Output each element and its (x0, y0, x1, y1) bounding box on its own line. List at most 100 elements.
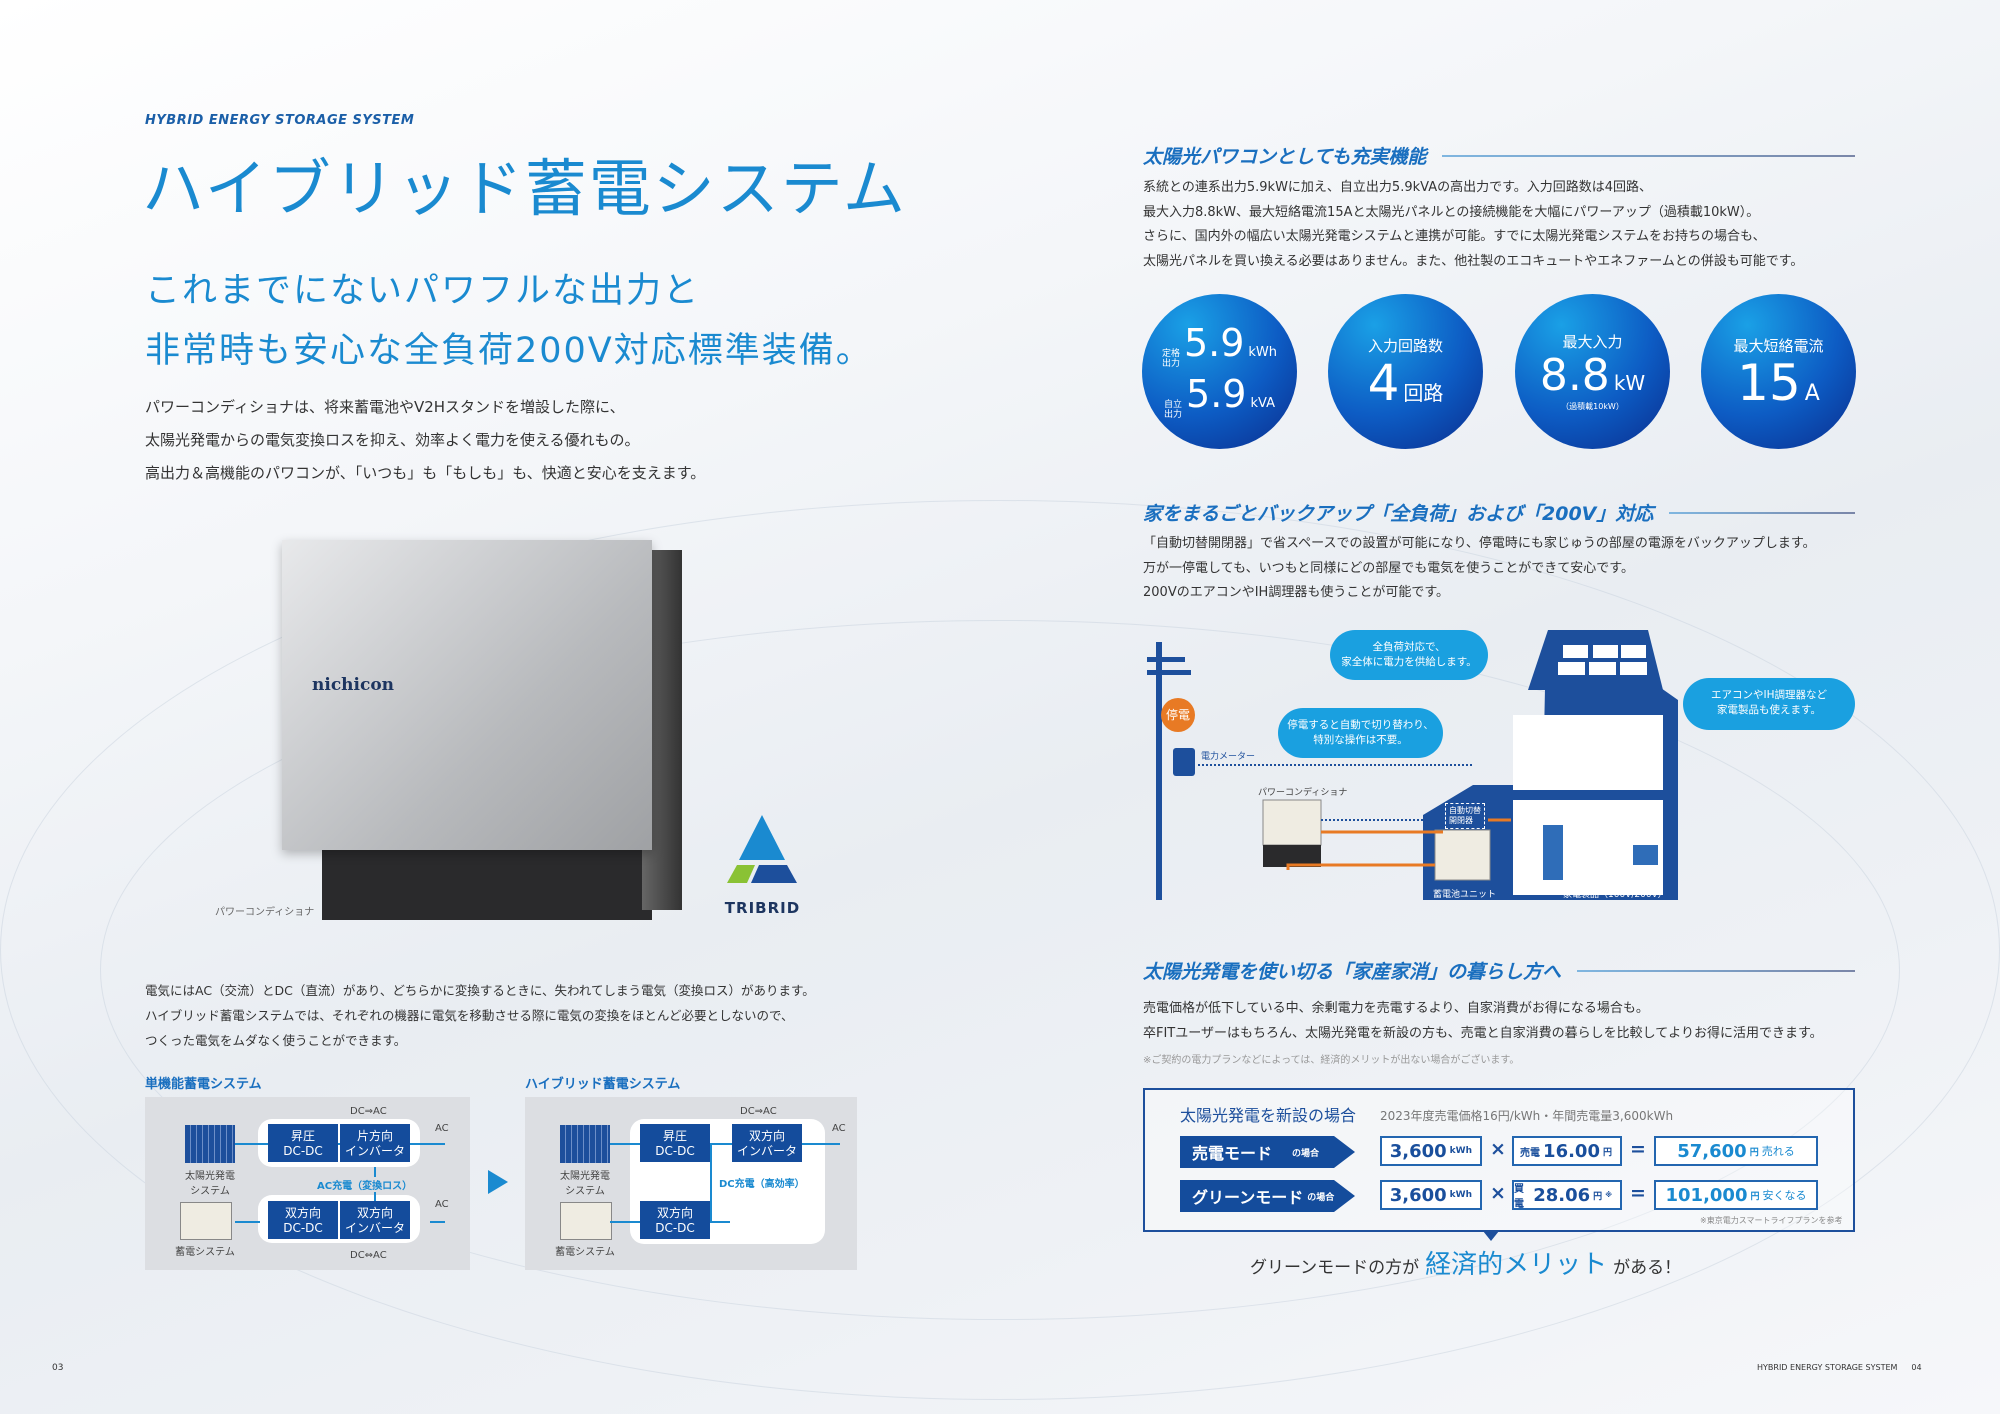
block-bidir-dcdc: 双方向 DC-DC (640, 1201, 710, 1239)
mode-label: 売電モード (1192, 1144, 1273, 1163)
qty-unit: kWh (1449, 1190, 1472, 1200)
meter-label: 電力メーター (1201, 752, 1256, 762)
spec-label: 最大短絡電流 (1733, 337, 1824, 355)
conclusion-emphasis: 経済的メリット (1425, 1250, 1608, 1280)
ac-charge-label: AC充電（変換ロス） (315, 1177, 415, 1192)
block-bidir-inverter: 双方向 インバータ (340, 1201, 410, 1239)
times-sign: × (1490, 1138, 1506, 1160)
result-value: 101,000 (1665, 1184, 1748, 1206)
block-boost-dcdc: 昇圧 DC-DC (640, 1124, 710, 1162)
divider (1442, 154, 1855, 157)
spec-max-short-current: 最大短絡電流 15 A (1701, 294, 1856, 449)
solar-label: 太陽光発電 システム (185, 1171, 235, 1197)
spec-label: 最大入力 (1562, 333, 1623, 351)
block-boost-dcdc: 昇圧 DC-DC (268, 1124, 338, 1162)
ac-label: AC (435, 1199, 449, 1210)
spec-label: 定格 出力 (1161, 348, 1180, 369)
mode-suffix: の場合 (1292, 1148, 1320, 1159)
intro-line: 高出力＆高機能のパワコンが、「いつも」も「もしも」も、快適と安心を支えます。 (145, 464, 706, 482)
switch-label: 自動切替 開閉器 (1445, 803, 1485, 829)
heading-text: 太陽光発電を使い切る「家産家消」の暮らし方へ (1143, 961, 1562, 983)
tribrid-triangle-icon (727, 815, 797, 883)
heading-text: 太陽光パワコンとしても充実機能 (1143, 146, 1427, 168)
solar-panel-icon (560, 1125, 610, 1163)
mode-green: グリーンモードの場合 (1180, 1180, 1355, 1212)
background-wave (100, 620, 1900, 1320)
dc-ac-label: DC⇔AC (350, 1250, 387, 1261)
times-sign: × (1490, 1182, 1506, 1204)
section-heading: 太陽光発電を使い切る「家産家消」の暮らし方へ (1143, 957, 1855, 984)
block-bidir-dcdc: 双方向 DC-DC (268, 1201, 338, 1239)
subtitle-line: これまでにないパワフルな出力と (145, 271, 701, 311)
mode-label: グリーンモード (1192, 1188, 1304, 1207)
body-line: 卒FITユーザーはもちろん、太陽光発電を新設の方も、売電と自家消費の暮らしを比較… (1143, 1025, 1823, 1041)
callout-bubble: 停電すると自動で切り替わり、 特別な操作は不要。 (1278, 708, 1443, 758)
flow-line (610, 1143, 840, 1145)
diagram-single-title: 単機能蓄電システム (145, 1077, 262, 1092)
spec-output: 定格 出力 5.9 kWh 自立 出力 5.9 kVA (1142, 294, 1297, 449)
block-oneway-inverter: 片方向 インバータ (340, 1124, 410, 1162)
body-line: 太陽光パネルを買い換える必要はありません。また、他社製のエコキュートやエネファー… (1143, 253, 1804, 269)
flow-line (710, 1143, 712, 1223)
price-unit: 円 (1602, 1147, 1612, 1158)
qty-unit: kWh (1449, 1146, 1472, 1156)
price-label: 売電 (1520, 1147, 1541, 1159)
dc-charge-label: DC充電（高効率） (717, 1175, 807, 1190)
spec-value: 5.9 (1186, 371, 1247, 416)
outage-badge: 停電 (1161, 698, 1195, 732)
price-value: 28.06 (1533, 1184, 1591, 1206)
explain-line: つくった電気をムダなく使うことができます。 (145, 1033, 407, 1048)
heading-text: 家をまるごとバックアップ「全負荷」および「200V」対応 (1143, 503, 1654, 525)
spec-row: 15 A (1737, 358, 1820, 408)
diagram-single: 太陽光発電 システム 蓄電システム 昇圧 DC-DC 片方向 インバータ 双方向… (145, 1097, 470, 1270)
s2-body: 「自動切替開閉器」で省スペースでの設置が可能になり、停電時にも家じゅうの部屋の電… (1143, 532, 1816, 606)
storage-label: 蓄電システム (175, 1247, 235, 1258)
qty-value: 3,600 (1389, 1140, 1447, 1162)
callout-bubble: エアコンやIH調理器など 家電製品も使えます。 (1683, 678, 1855, 730)
s1-body: 系統との連系出力5.9kWに加え、自立出力5.9kVAの高出力です。入力回路数は… (1143, 176, 1803, 274)
price-value: 16.00 (1543, 1140, 1600, 1162)
page-title: ハイブリッド蓄電システム (142, 152, 907, 225)
pointer-icon (1483, 1231, 1499, 1241)
ac-label: AC (435, 1123, 449, 1134)
ac-label: AC (832, 1123, 846, 1134)
intro-text: パワーコンディショナは、将来蓄電池やV2Hスタンドを増設した際に、 太陽光発電か… (145, 391, 705, 490)
explain-line: ハイブリッド蓄電システムでは、それぞれの機器に電気を移動させる際に電気の変換をほ… (145, 1008, 794, 1023)
dc-ac-label: DC⇒AC (350, 1106, 387, 1117)
storage-icon (560, 1202, 612, 1240)
equals-sign: = (1630, 1138, 1646, 1160)
spec-unit: 回路 (1403, 381, 1444, 405)
qty-value: 3,600 (1389, 1184, 1447, 1206)
product-brand: nichicon (312, 675, 395, 695)
divider (1577, 969, 1855, 972)
price-footnote-mark: ※ (1605, 1191, 1612, 1199)
product-front (282, 540, 652, 850)
divider (1669, 511, 1855, 514)
result-text: 安くなる (1762, 1189, 1807, 1202)
page-number-right: 04 (1911, 1363, 1922, 1372)
explain-text: 電気にはAC（交流）とDC（直流）があり、どちらかに変換するときに、失われてしま… (145, 978, 815, 1053)
spec-unit: kVA (1250, 395, 1275, 411)
spec-unit: A (1804, 381, 1820, 406)
conclusion-post: がある！ (1613, 1258, 1682, 1278)
conclusion-pre: グリーンモードの方が (1250, 1258, 1420, 1278)
product-base (322, 840, 652, 920)
spec-label: 入力回路数 (1367, 337, 1443, 355)
body-line: 「自動切替開閉器」で省スペースでの設置が可能になり、停電時にも家じゅうの部屋の電… (1143, 536, 1816, 551)
equals-sign: = (1630, 1182, 1646, 1204)
footer-right: HYBRID ENERGY STORAGE SYSTEM 04 (1757, 1363, 1922, 1372)
section-heading: 家をまるごとバックアップ「全負荷」および「200V」対応 (1143, 499, 1855, 526)
arrow-right-icon (488, 1170, 508, 1194)
pcs-label: パワーコンディショナ (1258, 788, 1348, 798)
result-value: 57,600 (1677, 1140, 1747, 1162)
spec-value: 8.8 (1539, 350, 1610, 401)
footer-text: HYBRID ENERGY STORAGE SYSTEM (1757, 1363, 1898, 1372)
solar-label: 太陽光発電 システム (560, 1171, 610, 1197)
tribrid-logo: TRIBRID (715, 815, 810, 920)
spec-unit: kW (1613, 371, 1646, 395)
